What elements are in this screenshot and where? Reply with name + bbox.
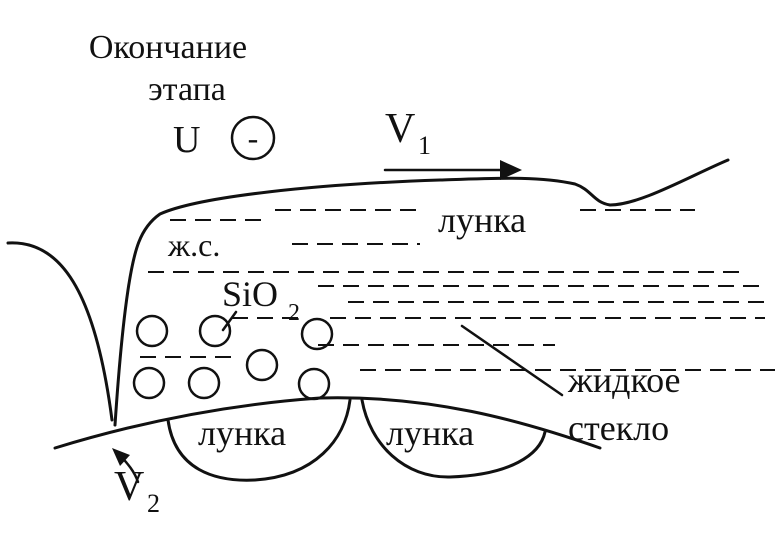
base-surface	[53, 396, 602, 450]
voltage-sign-circle	[230, 115, 276, 161]
silica-particle	[198, 314, 232, 348]
velocity2-arrow-head	[112, 448, 130, 466]
stage-title-line1: Окончание	[89, 29, 247, 66]
silica-particle	[245, 348, 279, 382]
velocity2-label: V	[114, 464, 144, 510]
voltage-symbol: U	[173, 119, 200, 161]
crater-bottom-left-outline	[166, 398, 352, 482]
liquid-glass-leader-line	[460, 324, 564, 397]
silica-leader-line	[221, 310, 238, 332]
silica-label: SiO	[222, 274, 278, 314]
velocity1-subscript: 1	[418, 131, 431, 160]
velocity1-arrow-head	[500, 160, 522, 180]
silica-particle	[300, 317, 334, 351]
silica-particle	[297, 367, 331, 401]
crater-bottom-left-label: лунка	[198, 413, 286, 453]
silica-particle	[132, 366, 166, 400]
crater-top-label: лунка	[438, 200, 526, 240]
liquid-steel-label: ж.с.	[167, 227, 220, 263]
crater-bottom-right-label: лунка	[386, 413, 474, 453]
liquid-glass-label-line2: стекло	[568, 408, 669, 448]
velocity1-label: V	[385, 106, 415, 152]
velocity2-subscript: 2	[147, 489, 160, 518]
melt-surface-outline	[113, 158, 730, 427]
silica-particle	[187, 366, 221, 400]
left-wall-curve	[6, 241, 114, 422]
voltage-sign: -	[248, 120, 259, 156]
crater-bottom-right-outline	[360, 398, 547, 479]
liquid-glass-label-line1: жидкое	[567, 360, 681, 400]
stage-title-line2: этапа	[148, 71, 226, 108]
silica-subscript: 2	[288, 300, 300, 326]
silica-particle	[135, 314, 169, 348]
